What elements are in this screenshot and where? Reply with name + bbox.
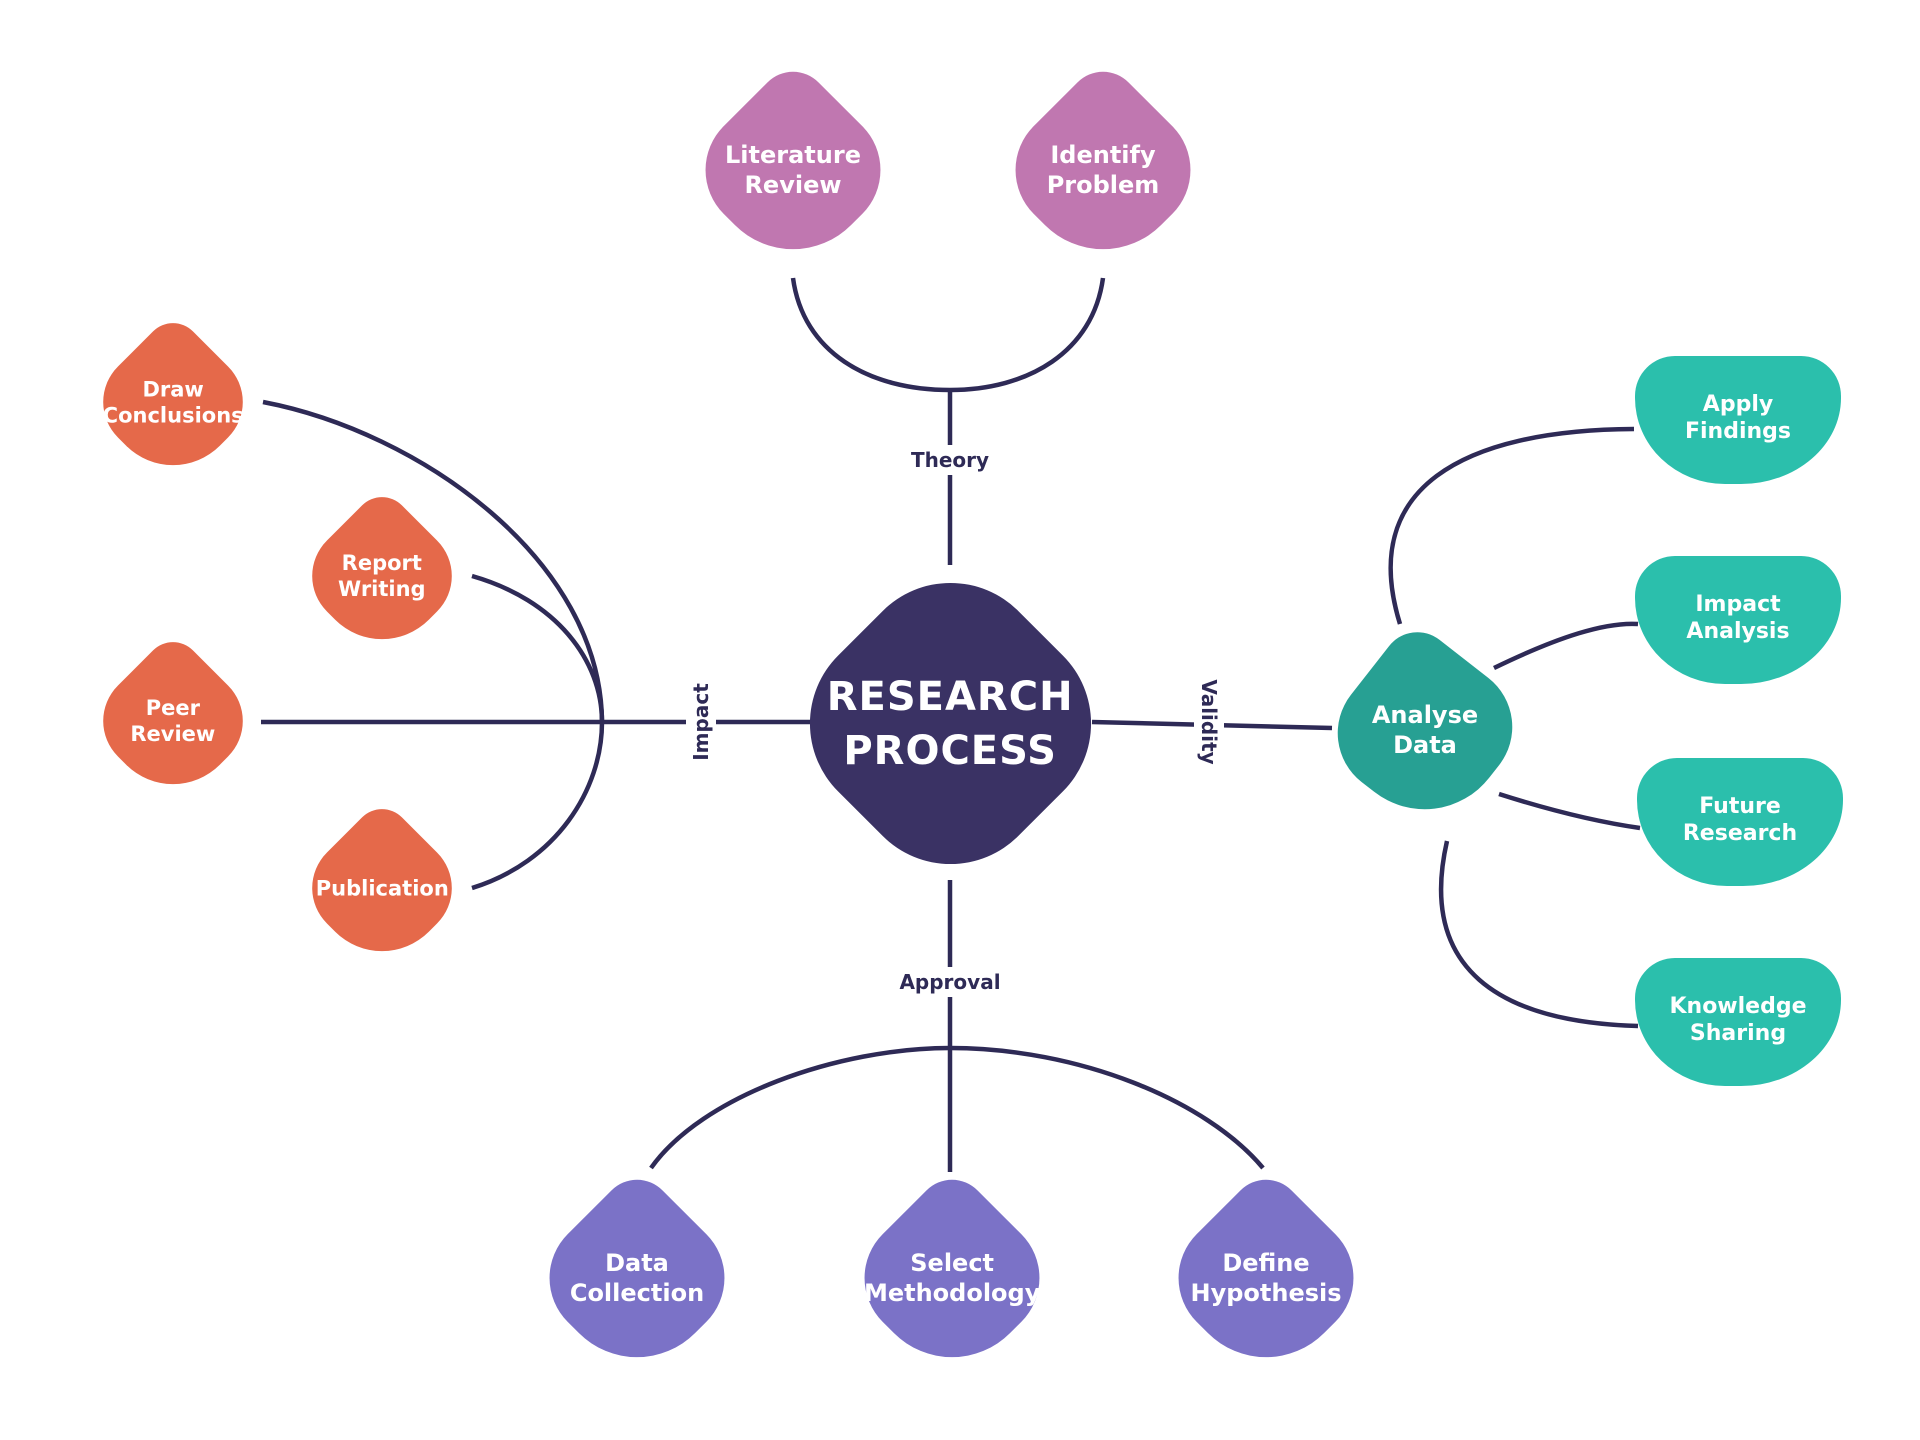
edge-impact-analysis — [1493, 621, 1639, 671]
edge-publication — [471, 721, 605, 891]
edge-label-impact[interactable]: Impact — [686, 673, 716, 771]
edge-label-validity[interactable]: Validity — [1194, 669, 1224, 775]
edge-report-writing — [471, 573, 605, 723]
edge-label-theory[interactable]: Theory — [900, 445, 1000, 475]
edge-bottom-arc — [649, 1045, 1265, 1170]
edge-label-approval[interactable]: Approval — [889, 967, 1011, 997]
publication-label: Publication — [315, 875, 449, 900]
edge-literature-review — [790, 277, 951, 393]
edge-apply-findings — [1388, 426, 1635, 625]
edge-knowledge-sharing — [1438, 840, 1639, 1029]
edge-identify-problem — [949, 277, 1106, 393]
edge-draw-conclusions — [262, 399, 605, 723]
edge-future-research — [1498, 791, 1641, 831]
